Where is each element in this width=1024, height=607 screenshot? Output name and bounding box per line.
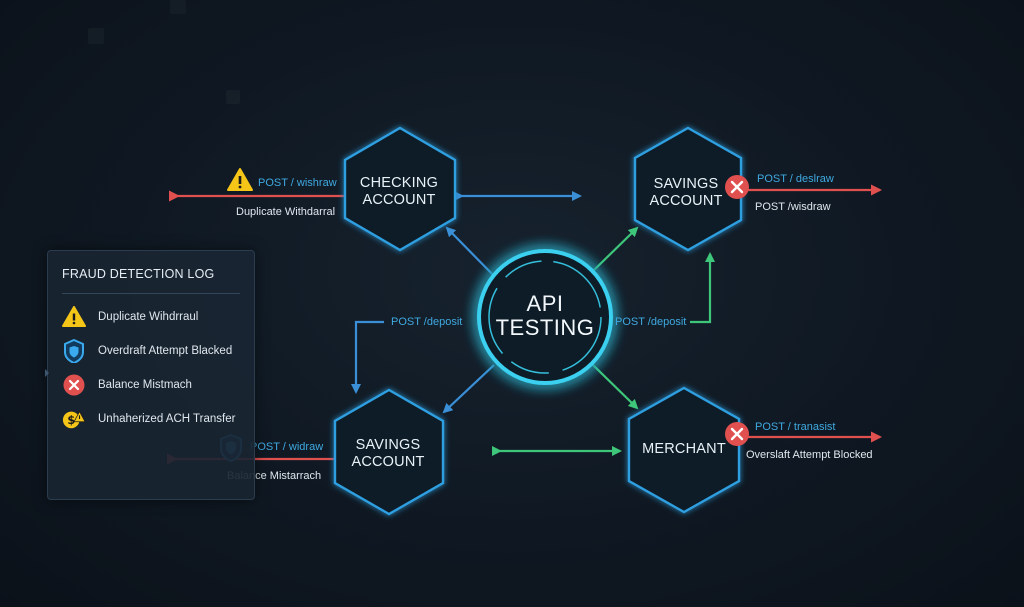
node-label: MERCHANT (642, 441, 726, 457)
node-label: CHECKING (360, 175, 438, 191)
panel-caret (45, 369, 49, 377)
log-item: $ Unhaherized ACH Transfer (62, 408, 235, 430)
endpoint-label: POST / wishraw (258, 177, 337, 189)
log-item: Duplicate Wihdrraul (62, 306, 198, 328)
money-warning-icon: $ (62, 408, 86, 430)
svg-text:$: $ (67, 414, 75, 427)
node-merchant: MERCHANT (627, 386, 741, 514)
log-item-text: Duplicate Wihdrraul (98, 311, 199, 323)
endpoint-label: POST /deposit (615, 316, 686, 328)
endpoint-label: POST /deposit (391, 316, 462, 328)
edge-note: POST /wisdraw (755, 201, 831, 213)
warning-icon (62, 306, 86, 328)
error-x-icon (725, 422, 749, 446)
node-savings-account-top: SAVINGS ACCOUNT (633, 126, 743, 252)
edge-note: Duplicate Withdarral (236, 206, 335, 218)
node-label: SAVINGS (654, 176, 719, 192)
node-label: ACCOUNT (351, 454, 424, 470)
arrow-deposit-right (690, 252, 715, 324)
hub-label: TESTING (496, 315, 595, 340)
error-x-icon (725, 175, 749, 199)
arrow-deposit-left (351, 320, 384, 394)
endpoint-label: POST / widraw (250, 441, 323, 453)
fraud-detection-log-panel: FRAUD DETECTION LOG Duplicate Wihdrraul … (45, 250, 255, 500)
arrow-hub-to-savings-bottom (442, 364, 495, 414)
error-x-icon (62, 374, 86, 396)
fraud-log-title: FRAUD DETECTION LOG (62, 267, 215, 281)
shield-icon (62, 339, 86, 363)
hub-label: API (527, 291, 564, 316)
edge-note: Overslaft Attempt Blocked (746, 449, 873, 461)
node-savings-account-bottom: SAVINGS ACCOUNT (333, 388, 445, 516)
arrow-hub-to-checking (445, 226, 499, 281)
warning-icon (227, 168, 253, 191)
edge-labels: POST / wishraw Duplicate Withdarral POST… (227, 173, 873, 482)
node-label: SAVINGS (356, 437, 421, 453)
arrow-hub-to-merchant (592, 364, 639, 410)
divider (62, 293, 240, 294)
hub-api-testing: API TESTING (477, 249, 613, 385)
node-label: ACCOUNT (649, 193, 722, 209)
endpoint-label: POST / deslraw (757, 173, 834, 185)
node-label: ACCOUNT (362, 192, 435, 208)
log-item-text: Overdraft Attempt Blacked (98, 345, 233, 357)
node-checking-account: CHECKING ACCOUNT (343, 126, 457, 252)
log-item: Balance Mistmach (62, 374, 192, 396)
endpoint-label: POST / tranasist (755, 421, 836, 433)
log-item: Overdraft Attempt Blacked (62, 339, 233, 363)
arrow-hub-to-savings-top (591, 226, 639, 273)
log-item-text: Unhaherized ACH Transfer (98, 413, 236, 425)
log-item-text: Balance Mistmach (98, 379, 192, 391)
